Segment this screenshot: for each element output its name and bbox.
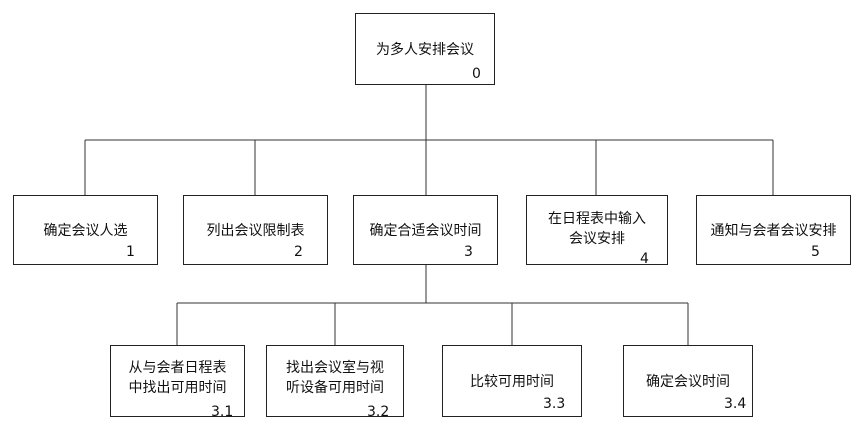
node-3-1-label: 从与会者日程表 中找出可用时间 <box>128 360 227 396</box>
node-3-4-label: 确定会议时间 <box>646 374 730 390</box>
node-3-id: 3 <box>464 244 473 260</box>
node-2-label: 列出会议限制表 <box>206 223 305 239</box>
node-3-3-label: 比较可用时间 <box>470 374 554 390</box>
node-3-2: 找出会议室与视 听设备可用时间 3.2 <box>266 345 404 420</box>
node-3-1: 从与会者日程表 中找出可用时间 3.1 <box>110 345 245 420</box>
node-3-label: 确定合适会议时间 <box>369 223 482 239</box>
node-4-id: 4 <box>640 251 649 267</box>
node-1-label: 确定会议人选 <box>43 223 128 239</box>
node-root: 为多人安排会议 0 <box>355 13 495 85</box>
node-4: 在日程表中输入 会议安排 4 <box>526 195 668 267</box>
node-5-id: 5 <box>811 244 820 260</box>
node-5: 通知与会者会议安排 5 <box>696 195 851 265</box>
node-3-3-id: 3.3 <box>543 396 566 412</box>
node-2-id: 2 <box>294 244 303 260</box>
node-5-label: 通知与会者会议安排 <box>710 223 837 239</box>
node-3-3: 比较可用时间 3.3 <box>442 345 582 417</box>
node-3-2-label: 找出会议室与视 听设备可用时间 <box>286 360 384 396</box>
node-3-4: 确定会议时间 3.4 <box>623 345 753 417</box>
node-root-id: 0 <box>472 66 481 82</box>
node-1: 确定会议人选 1 <box>13 195 158 265</box>
node-3-4-id: 3.4 <box>724 396 747 412</box>
node-3: 确定合适会议时间 3 <box>353 195 498 265</box>
node-3-2-id: 3.2 <box>367 404 390 420</box>
node-root-label: 为多人安排会议 <box>376 42 474 58</box>
node-3-1-id: 3.1 <box>211 404 234 420</box>
node-2: 列出会议限制表 2 <box>183 195 328 265</box>
node-1-id: 1 <box>126 244 135 260</box>
node-4-label: 在日程表中输入 会议安排 <box>548 211 646 247</box>
